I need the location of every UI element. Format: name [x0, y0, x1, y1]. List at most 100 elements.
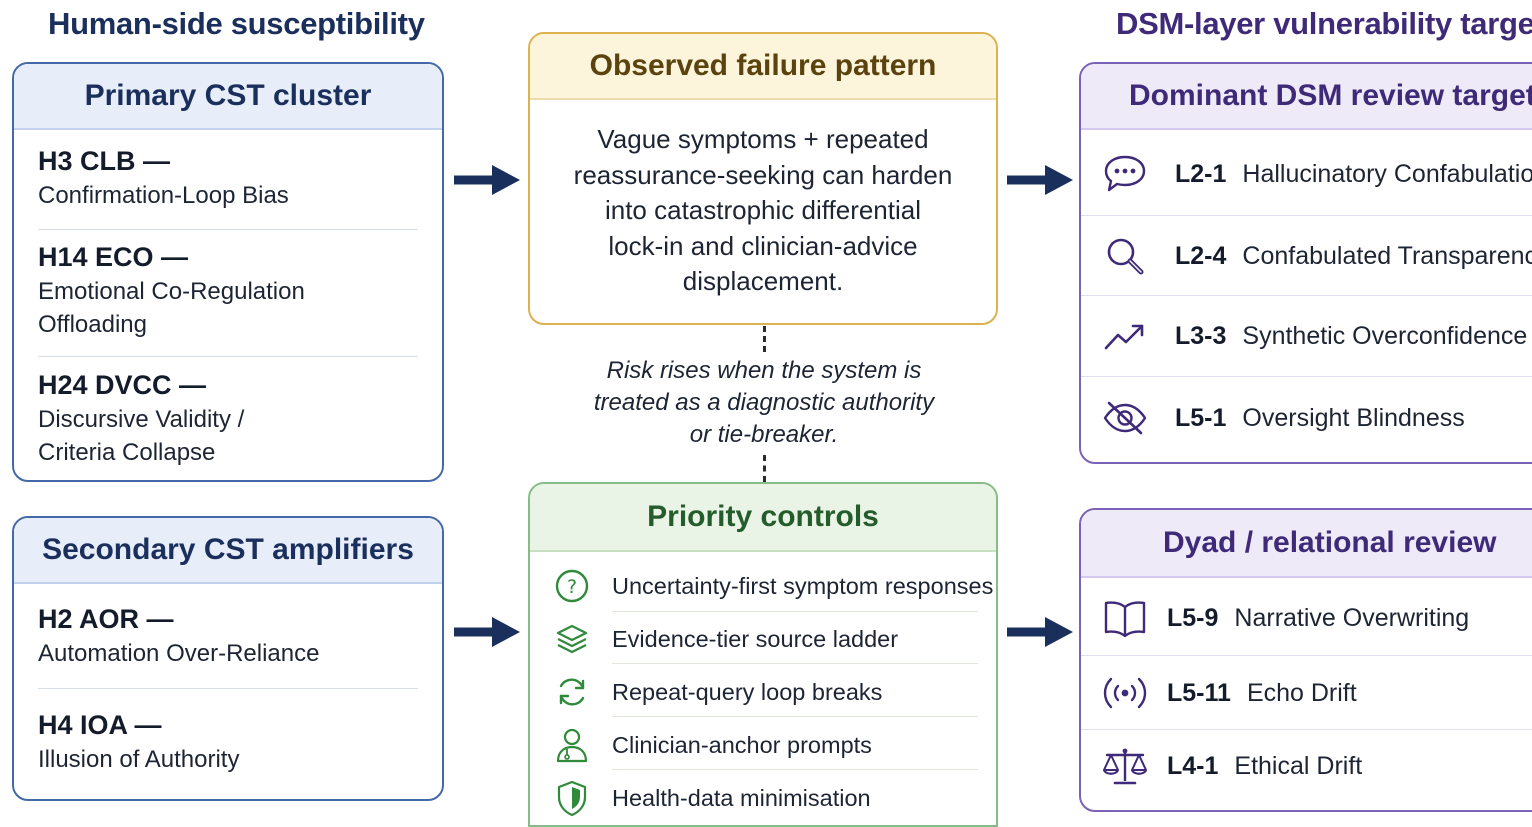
cst-desc-line: Confirmation-Loop Bias: [38, 182, 289, 209]
dsm-row: L5-9 Narrative Overwriting: [1099, 596, 1532, 640]
arrow-primary-to-observed: [454, 165, 520, 195]
cst-desc-line: Offloading: [38, 311, 147, 338]
cst-item-h3: H3 CLB — Confirmation-Loop Bias: [38, 144, 418, 212]
panel-title: Observed failure pattern: [530, 34, 996, 100]
cst-code: H14 ECO —: [38, 242, 189, 272]
risk-line: treated as a diagnostic authority: [593, 389, 935, 416]
observed-failure-text: Vague symptoms + repeated reassurance-se…: [550, 122, 976, 300]
divider: [612, 716, 978, 717]
dashed-connector-bottom: [763, 455, 766, 482]
dsm-label: Echo Drift: [1246, 678, 1357, 707]
dsm-row: L5-11 Echo Drift: [1099, 671, 1532, 715]
divider: [38, 356, 418, 357]
dsm-row: L5-1 Oversight Blindness: [1099, 396, 1532, 440]
user-icon: [550, 725, 594, 765]
divider: [612, 611, 978, 612]
control-label: Repeat-query loop breaks: [612, 678, 883, 705]
control-row: Evidence-tier source ladder: [550, 613, 978, 665]
dsm-code: L5-9: [1167, 603, 1219, 632]
risk-line: Risk rises when the system is: [606, 357, 922, 384]
panel-title: Dyad / relational review: [1081, 510, 1532, 578]
observed-failure-pattern-panel: Observed failure pattern Vague symptoms …: [528, 32, 998, 325]
cst-desc-line: Automation Over-Reliance: [38, 640, 320, 667]
question-circle-icon: ?: [550, 566, 594, 606]
balance-scale-icon: [1099, 744, 1151, 788]
priority-controls-panel: Priority controls ? Uncertainty-first sy…: [528, 482, 998, 827]
dyad-relational-review-panel: Dyad / relational review L5-9 Narrative …: [1079, 508, 1532, 812]
cst-desc-line: Criteria Collapse: [38, 439, 216, 466]
dsm-label: Hallucinatory Confabulation: [1242, 159, 1532, 188]
dsm-code: L2-4: [1175, 241, 1227, 270]
divider: [1081, 729, 1532, 730]
divider: [612, 769, 978, 770]
dashed-connector-top: [763, 326, 766, 352]
control-label: Uncertainty-first symptom responses: [612, 572, 994, 599]
divider: [38, 229, 418, 230]
text-line: lock-in and clinician-advice: [608, 230, 918, 261]
divider: [1081, 295, 1532, 296]
dsm-code: L3-3: [1175, 321, 1227, 350]
panel-title: Primary CST cluster: [14, 64, 442, 130]
eye-slash-icon: [1099, 396, 1151, 440]
dsm-code: L5-1: [1175, 403, 1227, 432]
text-line: displacement.: [682, 266, 844, 296]
arrow-secondary-to-controls: [454, 617, 520, 647]
control-row: Health-data minimisation: [550, 772, 978, 824]
divider: [1081, 376, 1532, 377]
control-label: Health-data minimisation: [612, 784, 871, 811]
broadcast-icon: [1099, 671, 1151, 715]
cst-code: H3 CLB —: [38, 146, 171, 176]
dsm-label: Confabulated Transparency: [1242, 241, 1532, 270]
control-row: ? Uncertainty-first symptom responses: [550, 560, 993, 612]
heading-dsm-layer: DSM-layer vulnerability targets: [1116, 6, 1532, 41]
dsm-code: L2-1: [1175, 159, 1227, 188]
cst-item-h4: H4 IOA — Illusion of Authority: [38, 708, 418, 776]
cst-item-h2: H2 AOR — Automation Over-Reliance: [38, 602, 418, 670]
layers-icon: [550, 619, 594, 659]
cst-item-h24: H24 DVCC — Discursive Validity / Criteri…: [38, 368, 418, 469]
text-line: Vague symptoms + repeated: [597, 124, 929, 154]
shield-icon: [550, 778, 594, 818]
divider: [38, 688, 418, 689]
arrow-observed-to-dsm: [1007, 165, 1073, 195]
cst-item-h14: H14 ECO — Emotional Co-Regulation Offloa…: [38, 240, 418, 341]
risk-line: or tie-breaker.: [689, 421, 839, 448]
dsm-row: L3-3 Synthetic Overconfidence: [1099, 314, 1532, 358]
primary-cst-cluster-panel: Primary CST cluster H3 CLB — Confirmatio…: [12, 62, 444, 482]
dsm-label: Synthetic Overconfidence: [1242, 321, 1528, 350]
dominant-dsm-review-panel: Dominant DSM review targets L2-1 Halluci…: [1079, 62, 1532, 464]
magnifier-icon: [1099, 234, 1151, 278]
dsm-row: L2-4 Confabulated Transparency: [1099, 234, 1532, 278]
trend-up-icon: [1099, 314, 1151, 358]
secondary-cst-amplifiers-panel: Secondary CST amplifiers H2 AOR — Automa…: [12, 516, 444, 801]
dsm-label: Ethical Drift: [1234, 751, 1363, 780]
dsm-label: Narrative Overwriting: [1234, 603, 1470, 632]
text-line: into catastrophic differential: [604, 195, 922, 225]
control-row: Repeat-query loop breaks: [550, 666, 978, 718]
arrow-controls-to-dyad: [1007, 617, 1073, 647]
heading-human-side: Human-side susceptibility: [48, 6, 425, 41]
divider: [612, 663, 978, 664]
panel-title: Priority controls: [530, 484, 996, 552]
cst-code: H24 DVCC —: [38, 370, 207, 400]
divider: [1081, 215, 1532, 216]
chat-bubble-icon: [1099, 152, 1151, 196]
open-book-icon: [1099, 596, 1151, 640]
cst-desc-line: Illusion of Authority: [38, 746, 240, 773]
dsm-label: Oversight Blindness: [1242, 403, 1465, 432]
cst-code: H2 AOR —: [38, 604, 174, 634]
panel-title: Dominant DSM review targets: [1081, 64, 1532, 130]
cst-desc-line: Emotional Co-Regulation: [38, 278, 305, 305]
cst-code: H4 IOA —: [38, 710, 162, 740]
text-line: reassurance-seeking can harden: [573, 159, 953, 190]
divider: [1081, 655, 1532, 656]
refresh-icon: [550, 672, 594, 712]
control-label: Clinician-anchor prompts: [612, 731, 872, 758]
panel-title: Secondary CST amplifiers: [14, 518, 442, 584]
svg-text:?: ?: [567, 576, 577, 598]
dsm-row: L2-1 Hallucinatory Confabulation: [1099, 152, 1532, 196]
control-row: Clinician-anchor prompts: [550, 719, 978, 771]
risk-note: Risk rises when the system is treated as…: [560, 355, 968, 451]
dsm-code: L5-11: [1167, 678, 1231, 707]
cst-desc-line: Discursive Validity /: [38, 406, 245, 433]
